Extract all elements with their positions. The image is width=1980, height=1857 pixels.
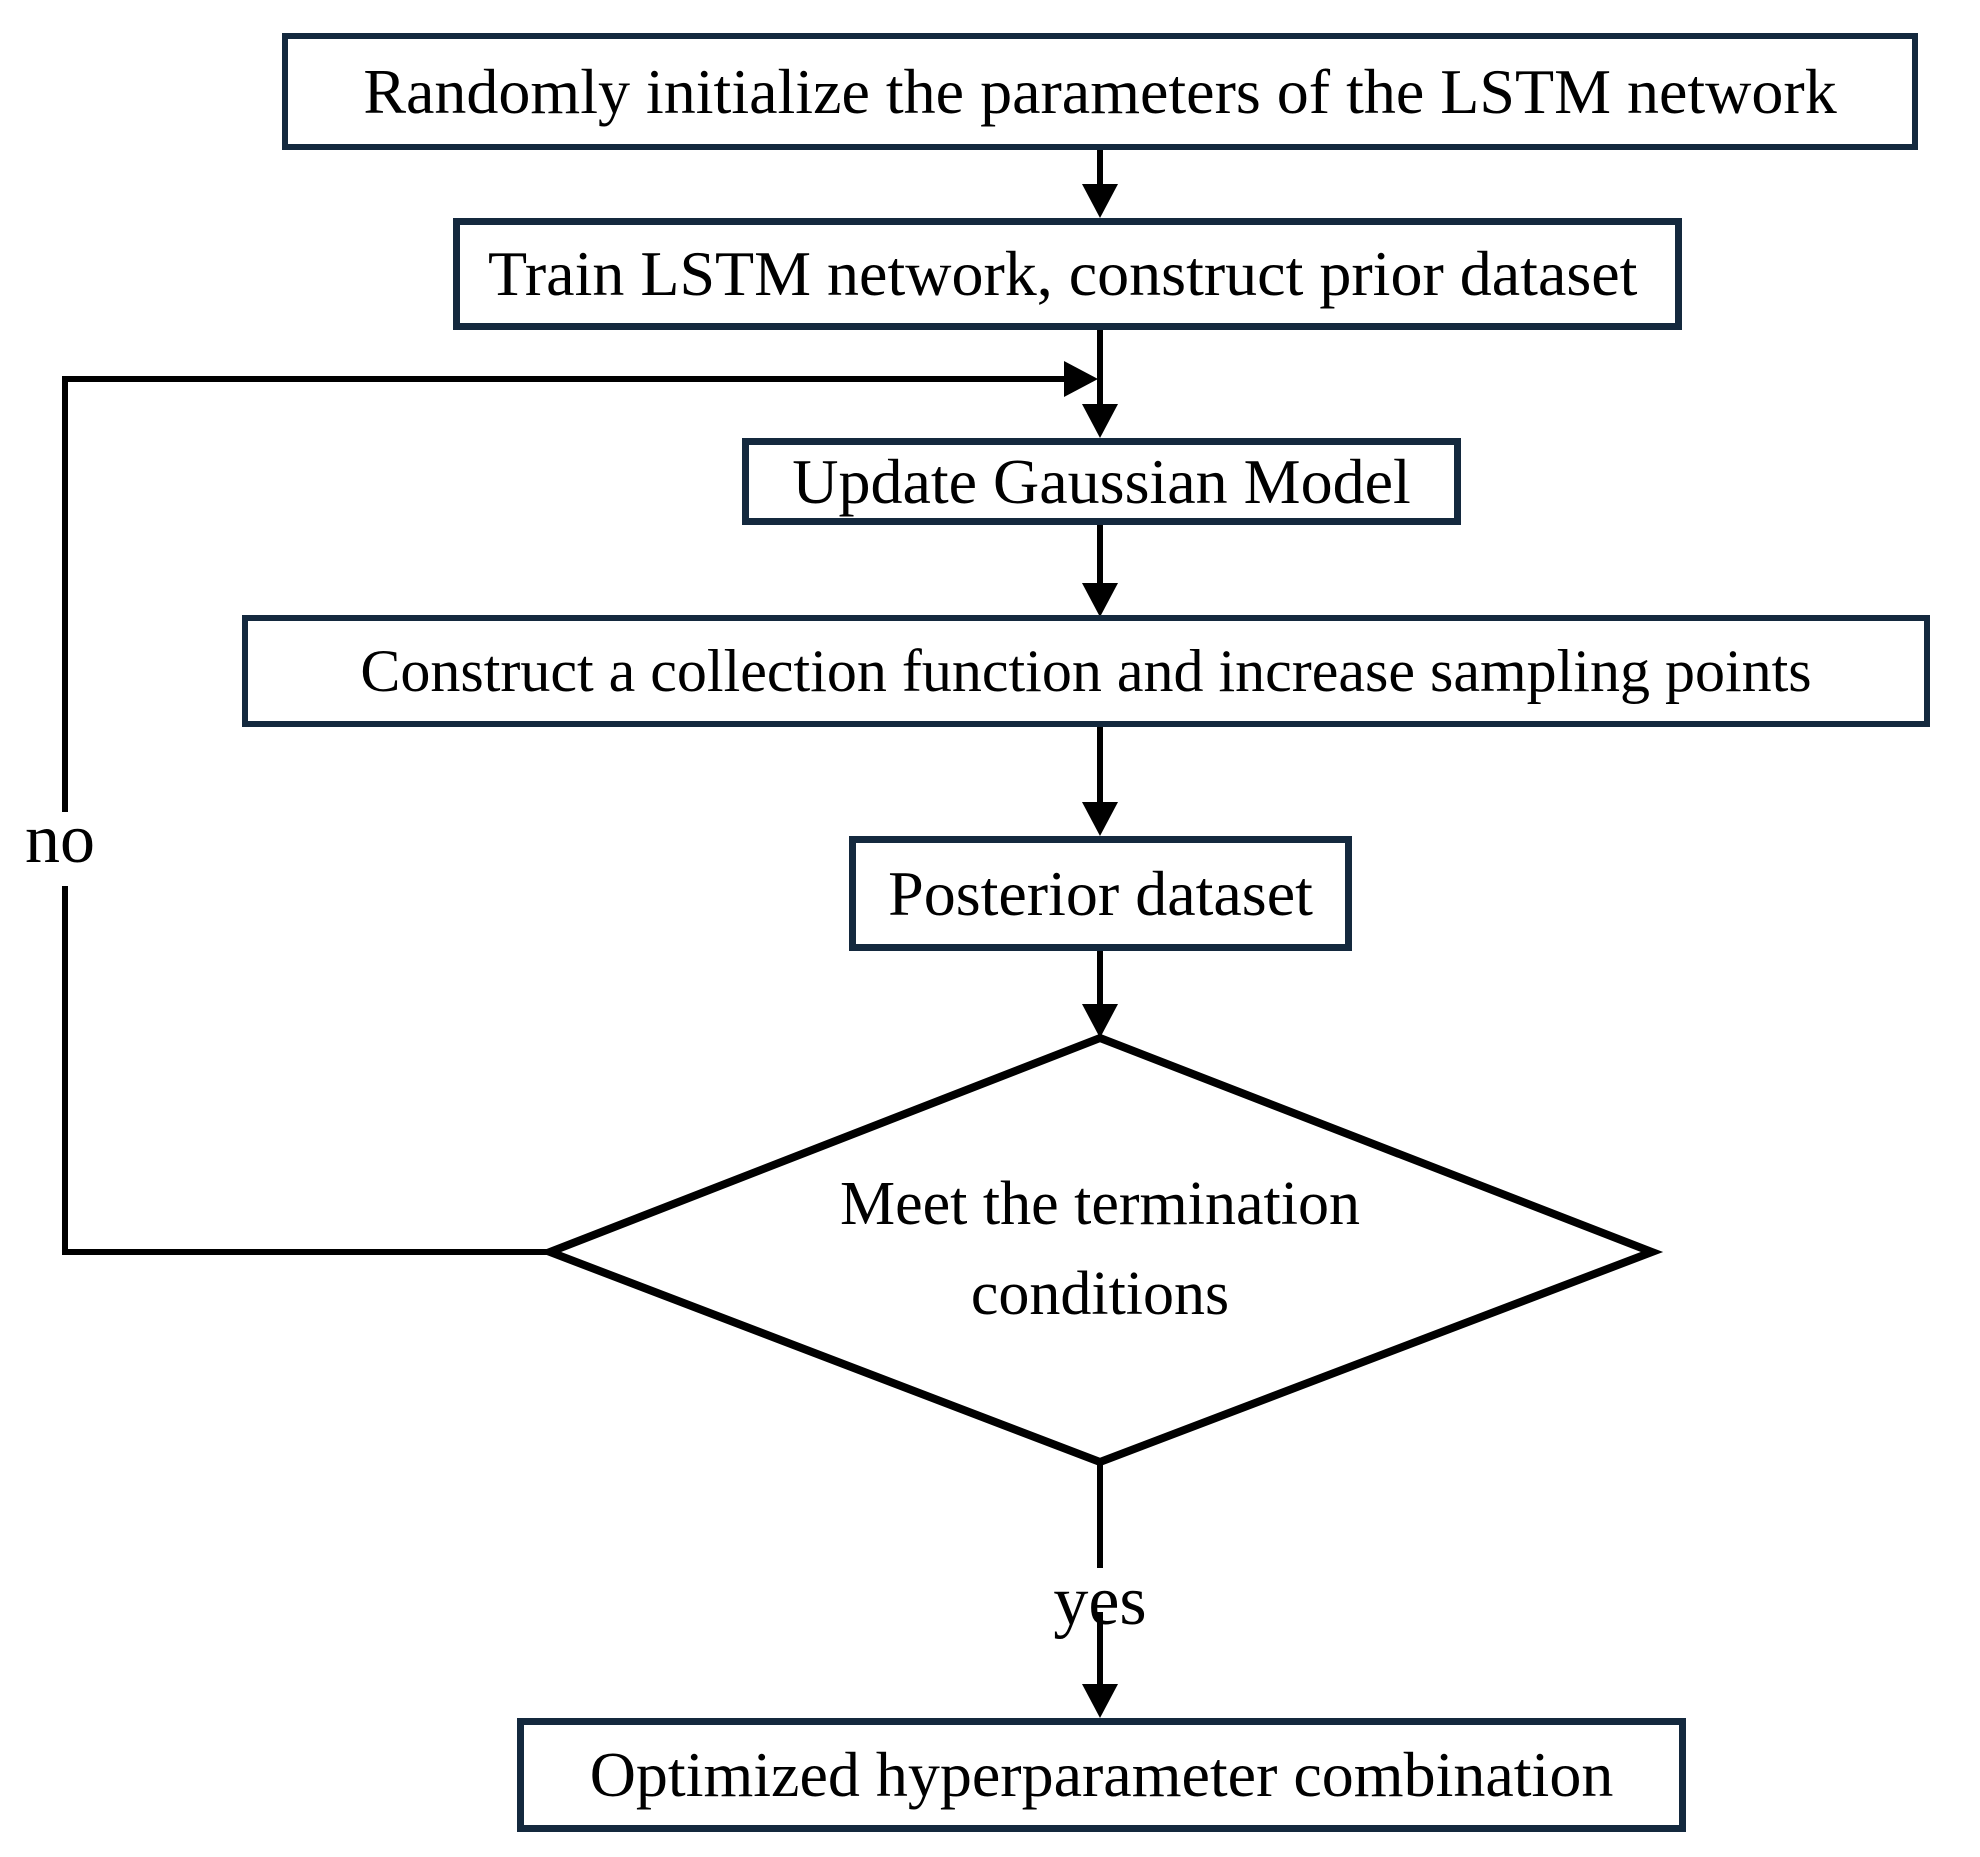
- edge-no-arrowhead: [1064, 361, 1098, 397]
- edge-update-construct-arrowhead: [1082, 583, 1118, 617]
- node-train-label: Train LSTM network, construct prior data…: [488, 238, 1638, 309]
- edge-posterior-decision-arrowhead: [1082, 1004, 1118, 1038]
- node-posterior-label: Posterior dataset: [888, 857, 1313, 929]
- node-update-label: Update Gaussian Model: [792, 445, 1411, 517]
- yes-edge-label: yes: [1053, 1563, 1147, 1640]
- edge-yes-arrowhead: [1082, 1684, 1118, 1718]
- edge-construct-posterior-arrowhead: [1082, 802, 1118, 836]
- node-init-label: Randomly initialize the parameters of th…: [363, 55, 1837, 127]
- node-init-box: Randomly initialize the parameters of th…: [282, 33, 1918, 150]
- node-construct-label: Construct a collection function and incr…: [360, 638, 1812, 704]
- decision-label: Meet the termination conditions: [700, 1130, 1500, 1370]
- node-result-label: Optimized hyperparameter combination: [589, 1739, 1614, 1810]
- node-train-box: Train LSTM network, construct prior data…: [453, 218, 1682, 330]
- node-posterior-box: Posterior dataset: [849, 836, 1352, 951]
- node-update-box: Update Gaussian Model: [742, 438, 1461, 525]
- no-edge-label: no: [25, 801, 95, 878]
- edge-train-update-arrowhead: [1082, 404, 1118, 438]
- decision-label-line1: Meet the termination: [840, 1170, 1360, 1239]
- edge-init-train-arrowhead: [1082, 184, 1118, 218]
- node-construct-box: Construct a collection function and incr…: [242, 615, 1930, 727]
- node-result-box: Optimized hyperparameter combination: [517, 1718, 1686, 1832]
- decision-label-line2: conditions: [970, 1260, 1230, 1328]
